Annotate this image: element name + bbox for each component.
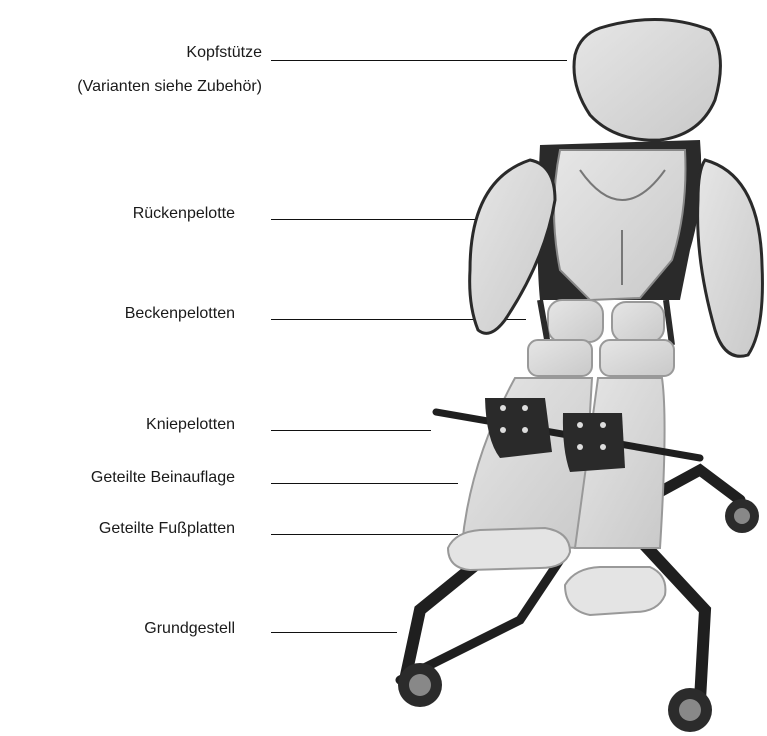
wheel-front-right <box>668 688 712 732</box>
wheel-front-left <box>398 663 442 707</box>
knee-pad-right <box>563 413 625 472</box>
right-arm-pad <box>698 160 763 356</box>
seat-pad-right <box>600 340 674 376</box>
pelvis-pad-right <box>612 302 664 342</box>
wheel-rear-right <box>725 499 759 533</box>
footplate-right <box>565 567 665 615</box>
pelvis-pad-left <box>548 300 603 342</box>
footplate-left <box>448 528 570 570</box>
knee-pad-left <box>485 398 552 458</box>
seat-pad-left <box>528 340 592 376</box>
headrest-pad <box>574 19 720 140</box>
